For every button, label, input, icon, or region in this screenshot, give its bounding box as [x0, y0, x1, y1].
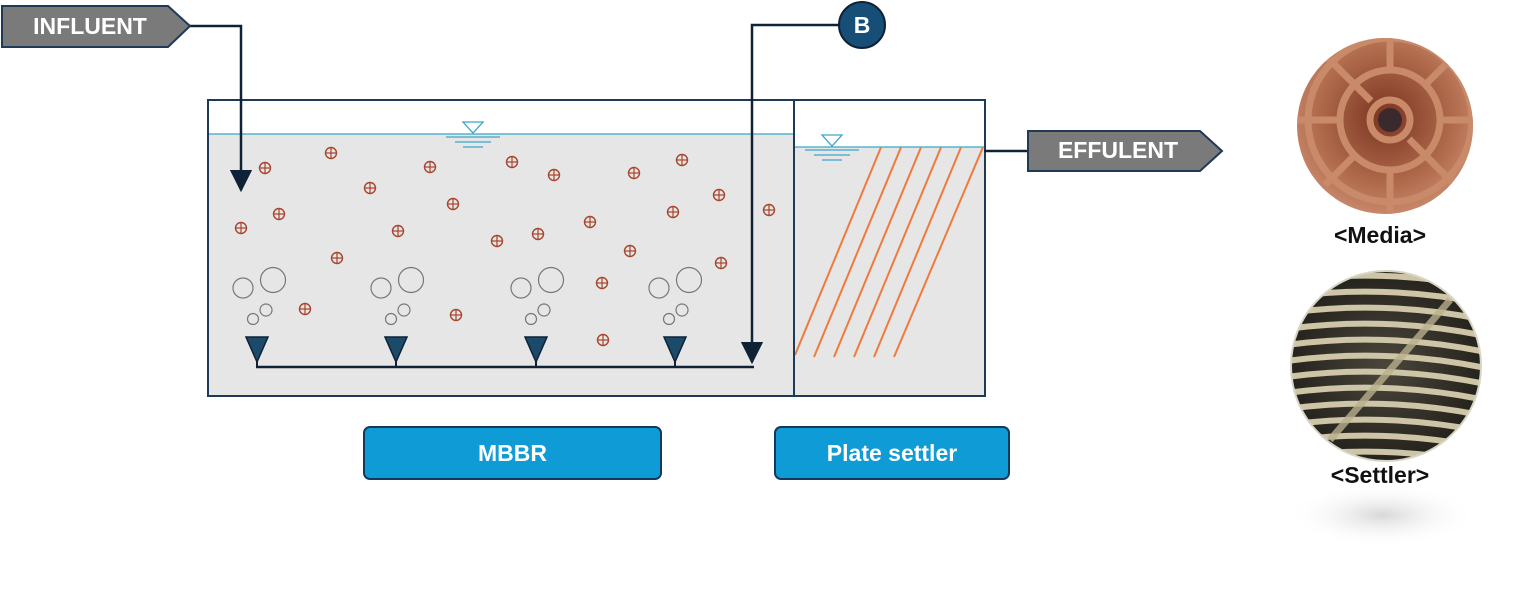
media-carrier-icon — [505, 155, 519, 169]
media-carrier-icon — [547, 168, 561, 182]
media-carrier-icon — [449, 308, 463, 322]
water-level-icon — [805, 134, 859, 161]
media-carrier-icon — [298, 302, 312, 316]
inclined-plates — [795, 147, 984, 358]
air-diffuser-icon — [244, 336, 270, 367]
plate-settler-button[interactable]: Plate settler — [774, 426, 1010, 480]
mbbr-water — [209, 134, 794, 395]
air-diffusers — [244, 336, 688, 367]
media-carrier-icon — [623, 244, 637, 258]
influent-tag: INFLUENT — [1, 5, 192, 48]
air-bubble-icon — [510, 266, 565, 326]
media-carrier-icon — [762, 203, 776, 217]
media-carrier-icon — [627, 166, 641, 180]
marker-b-label: B — [854, 12, 871, 38]
media-carrier-icon — [446, 197, 460, 211]
mbbr-button[interactable]: MBBR — [363, 426, 662, 480]
air-bubble-icon — [232, 266, 287, 326]
air-bubbles — [232, 266, 703, 326]
air-diffuser-icon — [662, 336, 688, 367]
influent-label: INFLUENT — [33, 13, 147, 39]
media-carrier-icon — [272, 207, 286, 221]
settler-photo — [1290, 270, 1482, 462]
water-level-icon — [446, 121, 500, 148]
media-carrier-icon — [666, 205, 680, 219]
media-carrier-icon — [712, 188, 726, 202]
media-carriers — [234, 146, 776, 347]
media-carrier-icon — [490, 234, 504, 248]
effluent-tag: EFFULENT — [1027, 130, 1224, 172]
media-carrier-icon — [675, 153, 689, 167]
media-photo — [1297, 38, 1473, 214]
media-carrier-icon — [595, 276, 609, 290]
media-carrier-icon — [330, 251, 344, 265]
settler-caption: <Settler> — [1330, 462, 1430, 488]
media-carrier-icon — [714, 256, 728, 270]
air-bubble-icon — [648, 266, 703, 326]
influent-pipe — [190, 24, 253, 193]
media-carrier-icon — [596, 333, 610, 347]
media-carrier-icon — [531, 227, 545, 241]
air-diffuser-icon — [383, 336, 409, 367]
media-caption: <Media> — [1333, 222, 1427, 248]
air-bubble-icon — [370, 266, 425, 326]
media-carrier-icon — [423, 160, 437, 174]
media-carrier-icon — [234, 221, 248, 235]
air-supply-pipe — [740, 23, 840, 365]
tank-outline — [207, 99, 986, 397]
media-carrier-icon — [258, 161, 272, 175]
media-carrier-icon — [583, 215, 597, 229]
marker-b: B — [838, 1, 886, 49]
media-carrier-icon — [363, 181, 377, 195]
media-carrier-icon — [324, 146, 338, 160]
effluent-label: EFFULENT — [1058, 137, 1178, 163]
settler-shadow — [1287, 483, 1477, 547]
air-diffuser-icon — [523, 336, 549, 367]
media-carrier-icon — [391, 224, 405, 238]
